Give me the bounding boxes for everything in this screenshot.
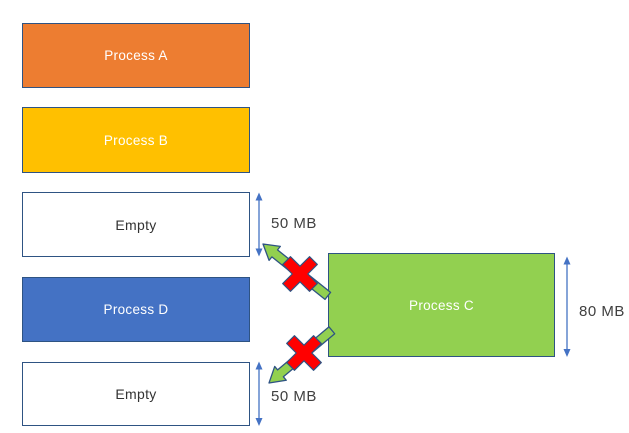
measure-arrow-icon — [255, 361, 263, 426]
move-arrow-icon — [262, 243, 332, 301]
empty-bottom-size-label: 50 MB — [271, 388, 317, 405]
memory-block-process-a: Process A — [22, 23, 250, 88]
process-c-size-label: 80 MB — [579, 303, 625, 320]
empty-bottom-label: Empty — [115, 386, 157, 402]
move-arrow-icon — [268, 326, 336, 384]
process-d-label: Process D — [103, 302, 169, 317]
memory-block-empty-bottom: Empty — [22, 362, 250, 426]
empty-top-label: Empty — [115, 216, 157, 233]
process-a-label: Process A — [104, 48, 168, 63]
memory-block-process-b: Process B — [22, 107, 250, 173]
memory-block-empty-top: Empty — [22, 192, 250, 257]
process-b-label: Process B — [103, 132, 169, 148]
memory-block-process-c: Process C — [328, 253, 555, 357]
memory-block-process-d: Process D — [22, 277, 250, 342]
blocked-cross-icon — [286, 335, 322, 371]
measure-arrow-icon — [255, 192, 263, 257]
process-c-label: Process C — [409, 297, 474, 313]
blocked-cross-icon — [282, 256, 318, 292]
empty-top-size-label: 50 MB — [271, 215, 317, 232]
measure-arrow-icon — [563, 256, 571, 357]
